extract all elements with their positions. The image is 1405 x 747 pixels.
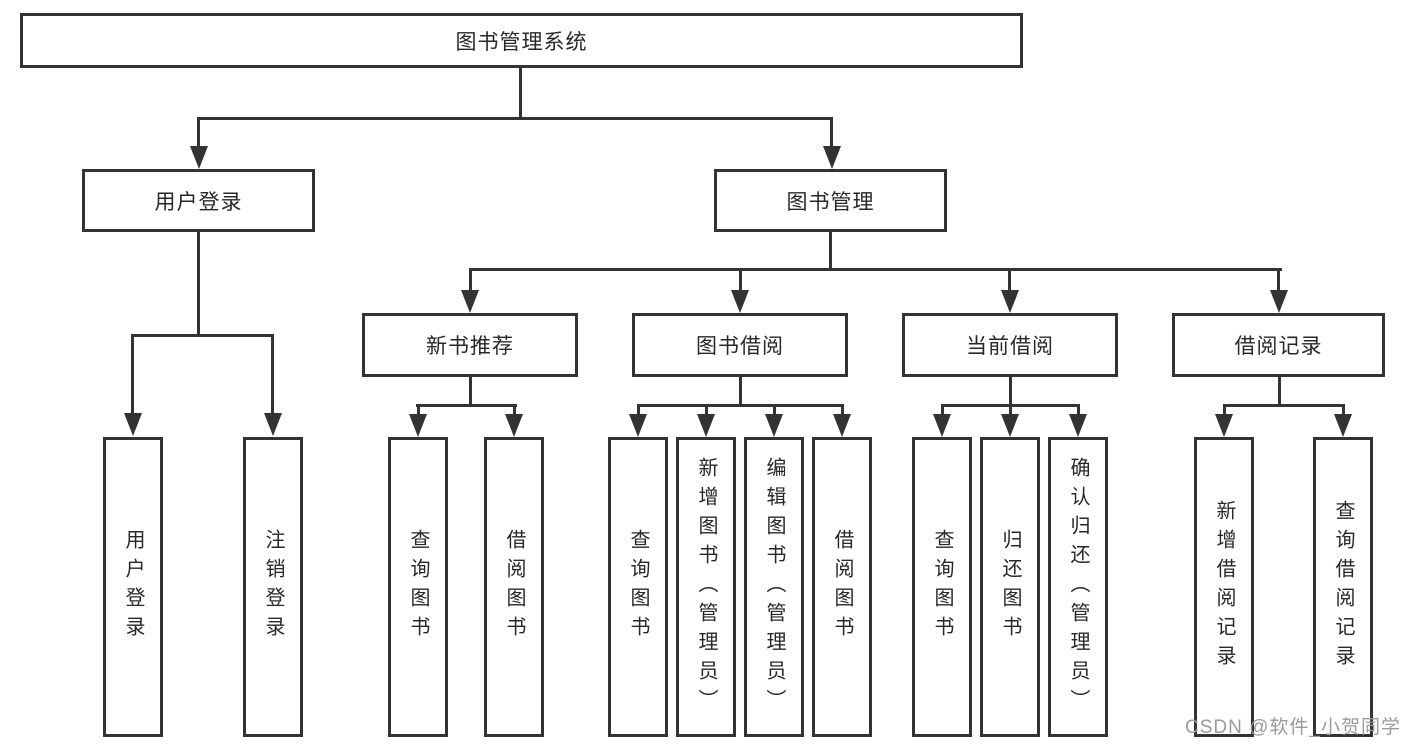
leaf-borrow-edit-book-label: 编辑图书（管理员）: [763, 456, 785, 718]
connector-stem-current-borrow: [1008, 268, 1011, 292]
leaf-add-borrow-record: 新增借阅记录: [1194, 437, 1254, 737]
leaf-logout-label: 注销登录: [262, 529, 284, 645]
connector-stem-leaf: [637, 404, 640, 416]
leaf-borrow-book-label: 借阅图书: [831, 529, 853, 645]
connector-stem-leaf: [1342, 404, 1345, 416]
leaf-query-borrow-record: 查询借阅记录: [1313, 437, 1373, 737]
leaf-borrow-add-book: 新增图书（管理员）: [676, 437, 736, 737]
node-book-borrow-label: 图书借阅: [696, 335, 784, 358]
node-new-book-recommend-label: 新书推荐: [426, 335, 514, 358]
connector-stem-leaf: [1077, 404, 1080, 416]
leaf-user-login: 用户登录: [103, 437, 163, 737]
arrowhead-icon: [823, 146, 841, 169]
node-book-borrow: 图书借阅: [632, 313, 848, 377]
connector-stem-book-management: [830, 117, 833, 148]
node-user-login: 用户登录: [82, 169, 315, 232]
connector-root-bar: [197, 117, 833, 120]
connector-stem-borrow-record: [1277, 268, 1280, 292]
leaf-newbook-borrow: 借阅图书: [484, 437, 544, 737]
arrowhead-icon: [1001, 290, 1019, 313]
node-root-label: 图书管理系统: [455, 30, 588, 54]
connector-book-management-bar: [469, 268, 1282, 271]
leaf-logout: 注销登录: [243, 437, 303, 737]
arrowhead-icon: [1215, 414, 1233, 437]
arrowhead-icon: [190, 146, 208, 169]
connector-stem-logout-leaf: [271, 334, 274, 414]
arrowhead-icon: [1001, 414, 1019, 437]
connector-stem-user-login: [197, 117, 200, 148]
connector-root-trunk: [519, 68, 522, 119]
connector-stem-leaf: [513, 404, 516, 416]
arrowhead-icon: [409, 414, 427, 437]
connector-borrow-record-stub: [1278, 377, 1281, 407]
leaf-borrow-book: 借阅图书: [812, 437, 872, 737]
node-current-borrow: 当前借阅: [902, 313, 1118, 377]
leaf-user-login-label: 用户登录: [122, 529, 144, 645]
node-borrow-record: 借阅记录: [1172, 313, 1385, 377]
arrowhead-icon: [765, 414, 783, 437]
leaf-newbook-borrow-label: 借阅图书: [503, 529, 525, 645]
arrowhead-icon: [833, 414, 851, 437]
connector-user-login-stub: [197, 232, 200, 337]
leaf-current-query: 查询图书: [912, 437, 972, 737]
connector-stem-book-borrow: [739, 268, 742, 292]
node-book-management: 图书管理: [714, 169, 947, 232]
node-user-login-label: 用户登录: [154, 190, 243, 214]
leaf-add-borrow-record-label: 新增借阅记录: [1213, 500, 1235, 674]
leaf-confirm-return-label: 确认归还（管理员）: [1067, 456, 1089, 718]
leaf-borrow-query-label: 查询图书: [627, 529, 649, 645]
connector-stem-leaf: [705, 404, 708, 416]
arrowhead-icon: [124, 413, 142, 436]
connector-borrow-record-bar: [1223, 404, 1345, 407]
leaf-query-borrow-record-label: 查询借阅记录: [1332, 500, 1354, 674]
connector-user-login-bar: [131, 334, 274, 337]
arrowhead-icon: [697, 414, 715, 437]
node-book-management-label: 图书管理: [786, 190, 875, 214]
node-current-borrow-label: 当前借阅: [966, 335, 1054, 358]
leaf-newbook-query-label: 查询图书: [407, 529, 429, 645]
arrowhead-icon: [264, 413, 282, 436]
connector-stem-new-book: [469, 268, 472, 292]
arrowhead-icon: [461, 290, 479, 313]
connector-new-book-bar: [416, 404, 517, 407]
leaf-borrow-query: 查询图书: [608, 437, 668, 737]
leaf-return-book-label: 归还图书: [999, 529, 1021, 645]
connector-stem-leaf: [417, 404, 420, 416]
connector-stem-leaf: [841, 404, 844, 416]
node-root: 图书管理系统: [20, 13, 1023, 68]
arrowhead-icon: [1270, 290, 1288, 313]
arrowhead-icon: [933, 414, 951, 437]
csdn-watermark: CSDN @软件_小贺同学: [1185, 717, 1401, 738]
leaf-borrow-edit-book: 编辑图书（管理员）: [744, 437, 804, 737]
leaf-return-book: 归还图书: [980, 437, 1040, 737]
arrowhead-icon: [1069, 414, 1087, 437]
connector-book-borrow-stub: [739, 377, 742, 407]
connector-stem-leaf: [773, 404, 776, 416]
leaf-confirm-return: 确认归还（管理员）: [1048, 437, 1108, 737]
arrowhead-icon: [629, 414, 647, 437]
arrowhead-icon: [1334, 414, 1352, 437]
node-borrow-record-label: 借阅记录: [1234, 335, 1323, 358]
connector-book-borrow-bar: [637, 404, 844, 407]
node-new-book-recommend: 新书推荐: [362, 313, 578, 377]
connector-book-management-stub: [829, 232, 832, 271]
connector-stem-leaf: [1223, 404, 1226, 416]
leaf-borrow-add-book-label: 新增图书（管理员）: [695, 456, 717, 718]
arrowhead-icon: [731, 290, 749, 313]
connector-current-borrow-stub: [1009, 377, 1012, 407]
arrowhead-icon: [505, 414, 523, 437]
connector-stem-leaf: [1009, 404, 1012, 416]
connector-new-book-stub: [469, 377, 472, 407]
leaf-newbook-query: 查询图书: [388, 437, 448, 737]
leaf-current-query-label: 查询图书: [931, 529, 953, 645]
connector-stem-leaf: [941, 404, 944, 416]
connector-stem-login-leaf: [131, 334, 134, 414]
